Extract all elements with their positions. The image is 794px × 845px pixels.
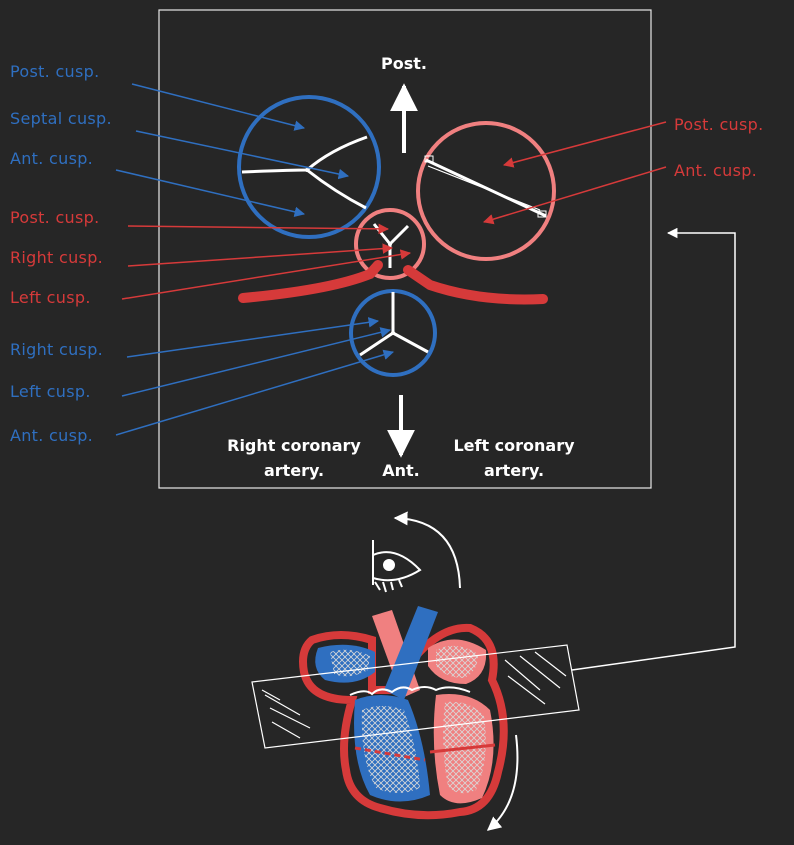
pulmonary-valve <box>349 289 437 377</box>
eye-icon <box>372 540 422 593</box>
bottom-rotate-arrow-icon <box>486 734 519 831</box>
pulmonary-ant-cusp-label: Ant. cusp. <box>10 426 93 445</box>
right-coronary-label-2: artery. <box>264 461 324 480</box>
mitral-valve <box>416 121 556 261</box>
mitral-post-cusp-label: Post. cusp. <box>674 115 763 134</box>
pulmonary-right-cusp-label: Right cusp. <box>10 340 103 359</box>
aortic-valve <box>354 208 426 280</box>
aortic-post-cusp-label: Post. cusp. <box>10 208 99 227</box>
plane-connector-line <box>571 227 736 671</box>
left-coronary-label-1: Left coronary <box>453 436 575 455</box>
direction-post-label: Post. <box>381 54 427 73</box>
right-coronary-label-1: Right coronary <box>227 436 361 455</box>
aortic-right-cusp-label: Right cusp. <box>10 248 103 267</box>
cutting-plane <box>251 644 580 749</box>
aortic-left-cusp-label: Left cusp. <box>10 288 91 307</box>
direction-ant-label: Ant. <box>382 461 420 480</box>
right-coronary-artery <box>238 260 383 303</box>
tricuspid-post-cusp-label: Post. cusp. <box>10 62 99 81</box>
heart-illustration <box>299 606 508 820</box>
left-coronary-artery <box>403 265 548 305</box>
blue-leader-lines <box>115 83 395 436</box>
mitral-ant-cusp-label: Ant. cusp. <box>674 161 757 180</box>
tricuspid-valve <box>237 95 381 239</box>
diagram-frame <box>158 9 652 489</box>
pulmonary-left-cusp-label: Left cusp. <box>10 382 91 401</box>
tricuspid-septal-cusp-label: Septal cusp. <box>10 109 112 128</box>
tricuspid-ant-cusp-label: Ant. cusp. <box>10 149 93 168</box>
red-leader-lines <box>121 121 667 300</box>
left-coronary-label-2: artery. <box>484 461 544 480</box>
rotate-arrow-icon <box>393 511 461 589</box>
